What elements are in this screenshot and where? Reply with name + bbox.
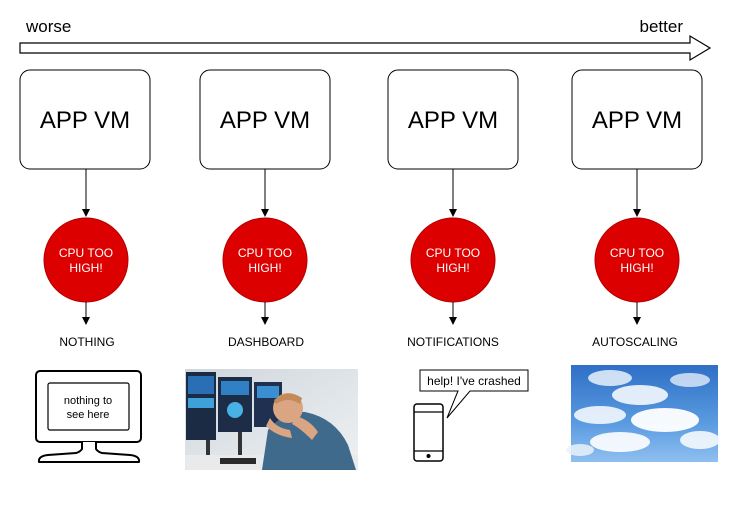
- monitor-text-line1: nothing to: [64, 395, 112, 407]
- cpu-alert-circle: [222, 217, 308, 303]
- stage-autoscaling: APP VM CPU TOO HIGH! AUTOSCALING: [571, 69, 703, 349]
- computer-monitor-icon: nothing to see here: [35, 370, 142, 463]
- cpu-alert-circle: [594, 217, 680, 303]
- response-label: NOTHING: [59, 335, 114, 349]
- response-label: NOTIFICATIONS: [407, 335, 499, 349]
- cpu-alert-circle: [43, 217, 129, 303]
- speech-bubble-text: help! I've crashed: [427, 374, 521, 388]
- app-vm-box: [19, 69, 151, 170]
- cpu-alert-label-line1: CPU TOO: [238, 246, 292, 260]
- stage-nothing: APP VM CPU TOO HIGH! NOTHING: [19, 69, 151, 349]
- speech-bubble: help! I've crashed: [419, 369, 529, 419]
- app-vm-label: APP VM: [40, 107, 130, 134]
- smartphone-icon: [413, 403, 444, 462]
- worse-label: worse: [25, 17, 71, 36]
- response-label: DASHBOARD: [228, 335, 304, 349]
- stressed-person-dashboard-photo: [185, 369, 358, 470]
- response-label: AUTOSCALING: [592, 335, 678, 349]
- blue-sky-clouds-photo: [566, 365, 720, 462]
- cpu-alert-label-line1: CPU TOO: [59, 246, 113, 260]
- stage-dashboard: APP VM CPU TOO HIGH! DASHBOARD: [199, 69, 331, 349]
- cpu-alert-label-line2: HIGH!: [436, 261, 469, 275]
- app-vm-label: APP VM: [592, 107, 682, 134]
- cpu-alert-label-line2: HIGH!: [248, 261, 281, 275]
- app-vm-label: APP VM: [220, 107, 310, 134]
- app-vm-label: APP VM: [408, 107, 498, 134]
- cpu-alert-label-line2: HIGH!: [69, 261, 102, 275]
- better-label: better: [640, 17, 684, 36]
- monitor-text-line2: see here: [67, 409, 110, 421]
- cpu-alert-label-line2: HIGH!: [620, 261, 653, 275]
- stage-notifications: APP VM CPU TOO HIGH! NOTIFICATIONS: [387, 69, 519, 349]
- cpu-alert-circle: [410, 217, 496, 303]
- cpu-alert-label-line1: CPU TOO: [426, 246, 480, 260]
- cpu-alert-label-line1: CPU TOO: [610, 246, 664, 260]
- worse-to-better-arrow: [19, 34, 712, 62]
